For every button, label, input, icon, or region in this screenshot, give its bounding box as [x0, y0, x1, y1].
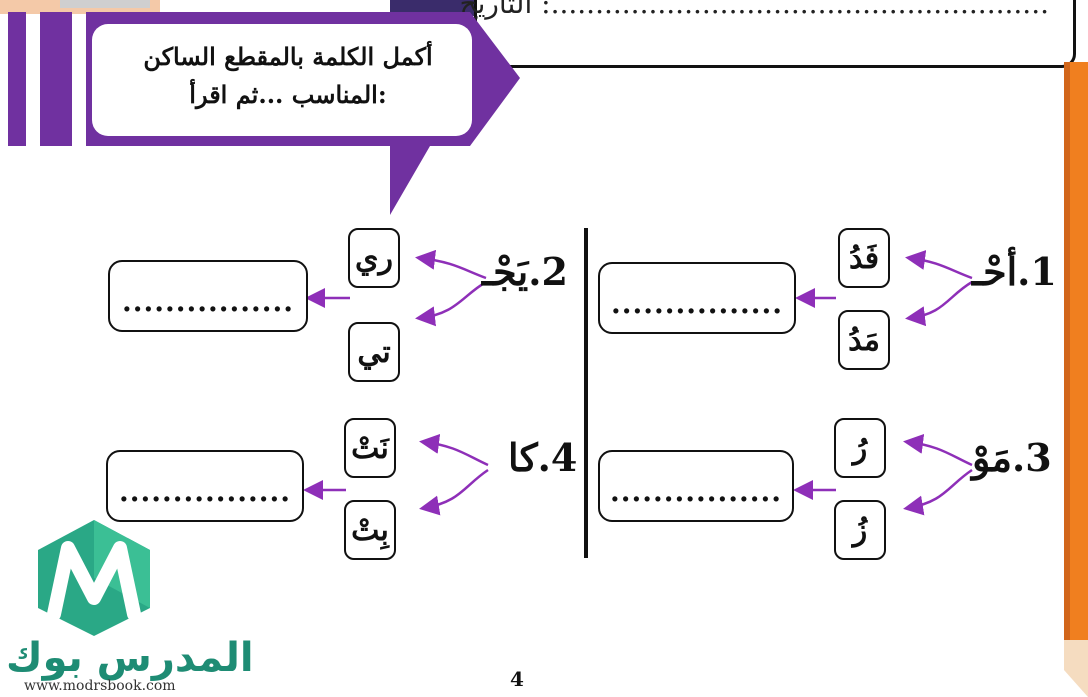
- question-3-answer-box[interactable]: ................: [598, 450, 794, 522]
- banner-stripe: [8, 12, 26, 146]
- question-2-answer-box[interactable]: ................: [108, 260, 308, 332]
- pencil-tip: [1064, 640, 1088, 697]
- question-4-option-1[interactable]: نَتْ: [344, 418, 396, 478]
- question-2-label: 2.يَجْـ: [482, 249, 568, 294]
- curved-arrow-icon: [903, 468, 973, 516]
- logo-name: المدرس بوك: [6, 635, 254, 681]
- header-accent-strip: [60, 0, 150, 8]
- curved-arrow-icon: [419, 433, 489, 467]
- question-4-answer-box[interactable]: ................: [106, 450, 304, 522]
- date-box: التاريخ :...............................…: [460, 0, 1076, 68]
- banner-shape: [86, 12, 520, 215]
- curved-arrow-icon: [905, 250, 973, 280]
- question-4-option-2[interactable]: بِتْ: [344, 500, 396, 560]
- page-number: 4: [510, 667, 524, 691]
- curved-arrow-icon: [415, 249, 487, 280]
- curved-arrow-icon: [905, 280, 973, 327]
- instruction-line-1: أكمل الكلمة بالمقطع الساكن: [143, 42, 433, 71]
- question-1-answer-box[interactable]: ................: [598, 262, 796, 334]
- question-1-label: 1.أحْـ: [972, 249, 1057, 294]
- question-2-option-2[interactable]: تي: [348, 322, 400, 382]
- curved-arrow-icon: [903, 433, 973, 467]
- curved-arrow-icon: [419, 468, 489, 516]
- question-3-label: 3.مَوْ: [972, 435, 1052, 480]
- question-1-option-1[interactable]: فَدُ: [838, 228, 890, 288]
- logo-url: www.modrsbook.com: [24, 678, 176, 694]
- question-3-option-1[interactable]: رُ: [834, 418, 886, 478]
- logo-m-icon: [38, 520, 150, 636]
- question-2-option-1[interactable]: ري: [348, 228, 400, 288]
- curved-arrow-icon: [415, 280, 487, 327]
- pencil-edge: [1064, 62, 1070, 662]
- question-4-label: 4.كا: [508, 435, 578, 480]
- banner-stripe: [40, 12, 72, 146]
- column-divider: [584, 228, 588, 558]
- instruction-line-2: المناسب ...ثم اقرأ:: [189, 80, 387, 109]
- date-label: التاريخ :...............................…: [459, 0, 1049, 20]
- instruction-text: أكمل الكلمة بالمقطع الساكن المناسب ...ثم…: [118, 38, 458, 114]
- question-3-option-2[interactable]: زُ: [834, 500, 886, 560]
- question-1-option-2[interactable]: مَدُ: [838, 310, 890, 370]
